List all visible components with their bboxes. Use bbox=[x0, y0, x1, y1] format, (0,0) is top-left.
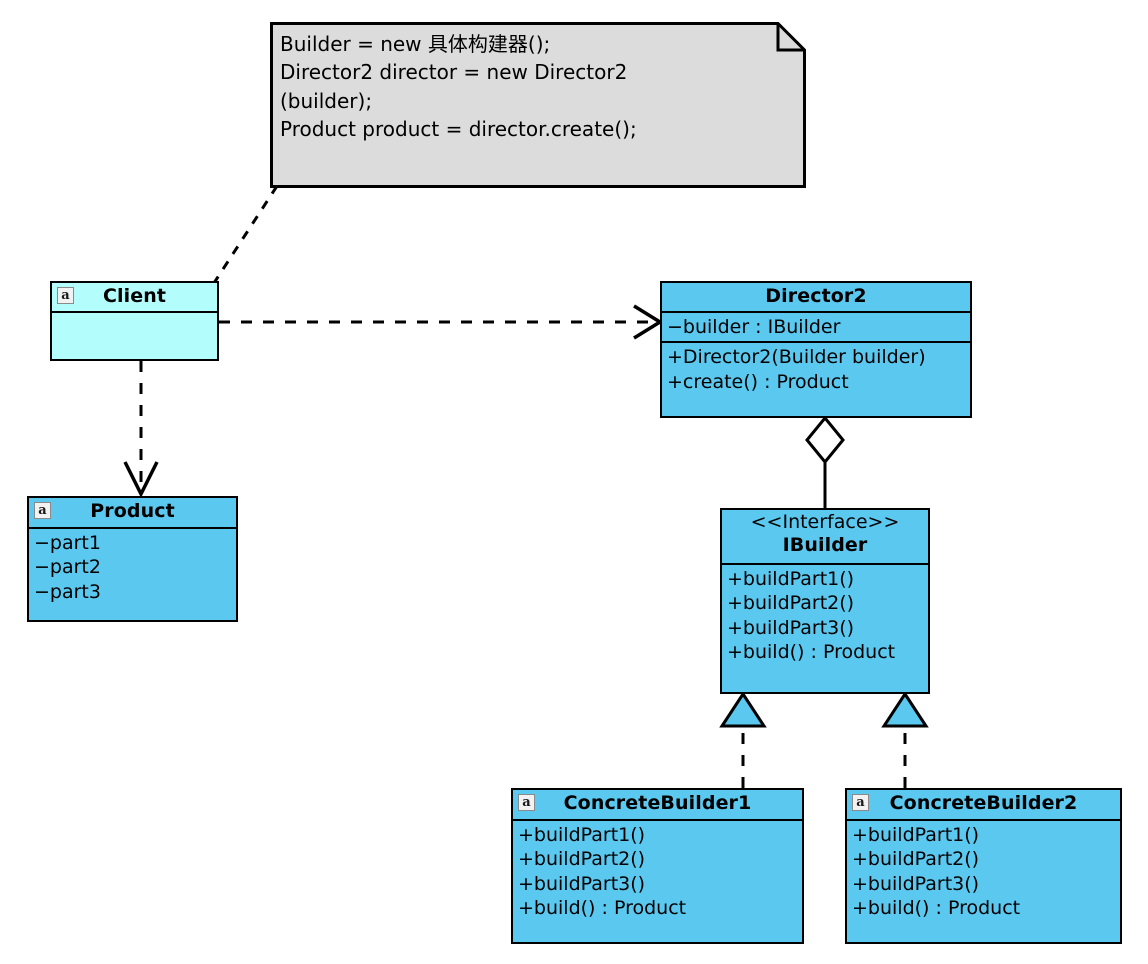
aggregation-diamond bbox=[805, 415, 845, 465]
operation: +buildPart2() bbox=[852, 848, 980, 871]
class-badge-icon: a bbox=[852, 794, 869, 811]
operation: +create() : Product bbox=[667, 370, 849, 393]
class-box-ibuilder[interactable]: <<Interface>> IBuilder +buildPart1() +bu… bbox=[720, 508, 930, 694]
ibuilder-operations-section: +buildPart1() +buildPart2() +buildPart3(… bbox=[722, 565, 928, 692]
concretebuilder2-header: a ConcreteBuilder2 bbox=[847, 790, 1120, 821]
class-badge-icon: a bbox=[518, 794, 535, 811]
operation: +buildPart3() bbox=[852, 872, 980, 895]
realization-triangle-cb1 bbox=[719, 691, 767, 728]
operation: +build() : Product bbox=[518, 896, 687, 919]
edge-note-to-client bbox=[212, 185, 279, 284]
class-box-director2[interactable]: Director2 −builder : IBuilder +Director2… bbox=[660, 281, 972, 418]
realization-triangle-cb2 bbox=[881, 691, 929, 728]
attribute: −part1 bbox=[34, 532, 101, 554]
code-note: Builder = new 具体构建器(); Director2 directo… bbox=[280, 32, 637, 142]
class-name-ibuilder: IBuilder bbox=[782, 533, 868, 556]
attribute: −builder : IBuilder bbox=[667, 316, 841, 338]
operation: +build() : Product bbox=[727, 640, 896, 663]
arrowhead-open-director2 bbox=[633, 304, 664, 340]
class-name-product: Product bbox=[90, 500, 175, 522]
class-box-concretebuilder1[interactable]: a ConcreteBuilder1 +buildPart1() +buildP… bbox=[511, 788, 804, 944]
attribute: −part3 bbox=[34, 580, 101, 603]
stereotype-interface: <<Interface>> bbox=[750, 511, 900, 533]
class-box-client[interactable]: a Client bbox=[50, 281, 219, 361]
client-header: a Client bbox=[52, 283, 217, 313]
arrowhead-open-product bbox=[123, 461, 159, 498]
class-name-director2: Director2 bbox=[765, 285, 867, 307]
client-members-section bbox=[52, 313, 217, 359]
class-box-concretebuilder2[interactable]: a ConcreteBuilder2 +buildPart1() +buildP… bbox=[845, 788, 1122, 944]
attribute: −part2 bbox=[34, 556, 101, 579]
director2-operations-section: +Director2(Builder builder) +create() : … bbox=[662, 341, 970, 416]
concretebuilder2-operations-section: +buildPart1() +buildPart2() +buildPart3(… bbox=[847, 821, 1120, 942]
ibuilder-header: <<Interface>> IBuilder bbox=[722, 510, 928, 565]
class-badge-icon: a bbox=[57, 287, 74, 304]
director2-header: Director2 bbox=[662, 283, 970, 313]
operation: +buildPart1() bbox=[852, 824, 980, 846]
operation: +buildPart3() bbox=[727, 616, 855, 639]
operation: +buildPart1() bbox=[518, 824, 646, 846]
class-badge-icon: a bbox=[34, 502, 51, 519]
class-box-product[interactable]: a Product −part1 −part2 −part3 bbox=[27, 496, 238, 622]
operation: +buildPart2() bbox=[727, 592, 855, 615]
product-header: a Product bbox=[29, 498, 236, 529]
product-attributes-section: −part1 −part2 −part3 bbox=[29, 529, 236, 620]
operation: +build() : Product bbox=[852, 896, 1021, 919]
operation: +buildPart2() bbox=[518, 848, 646, 871]
operation: +Director2(Builder builder) bbox=[667, 346, 926, 369]
director2-attributes-section: −builder : IBuilder bbox=[662, 313, 970, 341]
operation: +buildPart1() bbox=[727, 568, 855, 590]
class-name-concretebuilder2: ConcreteBuilder2 bbox=[889, 792, 1078, 814]
class-name-client: Client bbox=[102, 285, 167, 307]
class-name-concretebuilder1: ConcreteBuilder1 bbox=[563, 792, 752, 814]
operation: +buildPart3() bbox=[518, 872, 646, 895]
concretebuilder1-operations-section: +buildPart1() +buildPart2() +buildPart3(… bbox=[513, 821, 802, 942]
concretebuilder1-header: a ConcreteBuilder1 bbox=[513, 790, 802, 821]
